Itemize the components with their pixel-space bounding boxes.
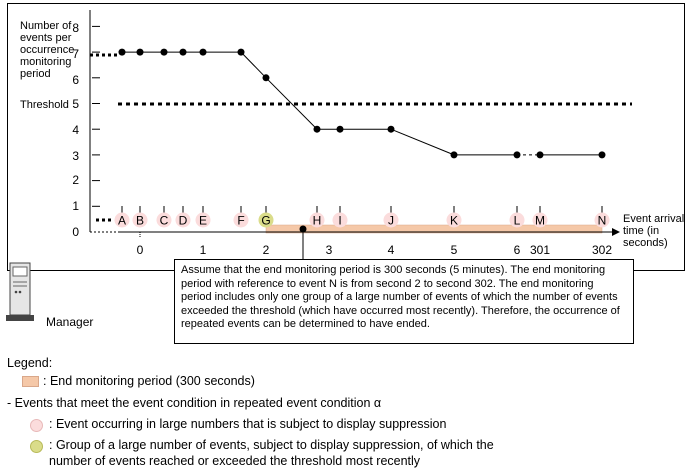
- count-point-k: [450, 151, 458, 159]
- event-label-i: I: [338, 214, 341, 228]
- legend-title: Legend:: [7, 356, 53, 370]
- y-tick-3: 3: [72, 149, 79, 163]
- count-point-e: [199, 48, 207, 56]
- count-point-f: [237, 48, 245, 56]
- count-point-l: [513, 151, 521, 159]
- count-point-h: [313, 125, 321, 133]
- x-tick-5: 5: [451, 243, 458, 257]
- count-point-b: [136, 48, 144, 56]
- legend-olive-text-1: : Group of a large number of events, sub…: [49, 438, 494, 452]
- count-point-m: [536, 151, 544, 159]
- x-axis-title-3: seconds): [623, 237, 668, 249]
- event-label-n: N: [598, 214, 607, 228]
- manager-label: Manager: [46, 315, 94, 329]
- y-tick-7: 7: [72, 47, 79, 61]
- event-label-a: A: [118, 214, 126, 228]
- count-point-j: [387, 125, 395, 133]
- threshold-label: Threshold: [20, 99, 69, 111]
- y-tick-2: 2: [72, 173, 79, 187]
- y-tick-5: 5: [72, 97, 79, 111]
- event-label-j: J: [388, 214, 394, 228]
- event-label-b: B: [136, 214, 144, 228]
- legend-pink-swatch: [30, 419, 43, 432]
- event-marker-d: [175, 212, 191, 228]
- x-tick-302: 302: [592, 243, 612, 257]
- x-tick-2: 2: [263, 243, 270, 257]
- count-point-g: [262, 74, 270, 82]
- event-marker-l: [509, 212, 525, 228]
- event-label-f: F: [237, 214, 244, 228]
- count-point-c: [160, 48, 168, 56]
- event-label-k: K: [450, 214, 458, 228]
- end-monitoring-period-bar: [265, 224, 603, 234]
- y-tick-8: 8: [72, 21, 79, 35]
- count-point-i: [336, 125, 344, 133]
- x-tick-4: 4: [388, 243, 395, 257]
- event-marker-f: [233, 212, 249, 228]
- x-tick-3: 3: [326, 243, 333, 257]
- x-axis-arrow: [612, 228, 620, 236]
- count-point-n: [598, 151, 606, 159]
- event-marker-b: [132, 212, 148, 228]
- legend-pink-text: : Event occurring in large numbers that …: [49, 417, 447, 431]
- y-axis-title-4: monitoring: [20, 56, 71, 68]
- y-axis-title-1: Number of: [20, 20, 72, 32]
- count-line-segment: [265, 77, 318, 130]
- event-label-g: G: [261, 214, 270, 228]
- event-marker-j: [383, 212, 399, 228]
- event-marker-k: [446, 212, 462, 228]
- y-axis-title-2: events per: [20, 32, 72, 44]
- event-label-d: D: [179, 214, 188, 228]
- event-label-m: M: [535, 214, 545, 228]
- event-marker-m: [532, 212, 548, 228]
- legend-olive-swatch: [30, 440, 43, 453]
- diagram-canvas: Threshold Number of events per occurrenc…: [20, 10, 684, 262]
- count-point-a: [118, 48, 126, 56]
- legend-period-swatch: [22, 376, 39, 387]
- y-tick-4: 4: [72, 123, 79, 137]
- x-axis-title-2: time (in: [623, 225, 659, 237]
- y-axis-title-5: period: [20, 68, 51, 80]
- x-tick-6: 6: [514, 243, 521, 257]
- event-label-h: H: [313, 214, 322, 228]
- legend-olive-text-2: number of events reached or exceeded the…: [49, 454, 421, 468]
- legend-condition-text: - Events that meet the event condition i…: [7, 396, 382, 410]
- event-marker-h: [309, 212, 325, 228]
- event-marker-c: [156, 212, 172, 228]
- count-line-segment: [240, 51, 267, 79]
- x-tick-0: 0: [137, 243, 144, 257]
- y-axis-title-3: occurrence: [20, 44, 74, 56]
- y-tick-1: 1: [72, 199, 79, 213]
- count-point-d: [179, 48, 187, 56]
- event-marker-n: [594, 212, 610, 228]
- explanation-note: Assume that the end monitoring period is…: [174, 259, 634, 344]
- event-label-l: L: [514, 214, 521, 228]
- event-marker-e: [195, 212, 211, 228]
- event-marker-i: [332, 212, 348, 228]
- x-tick-1: 1: [200, 243, 207, 257]
- event-label-c: C: [160, 214, 169, 228]
- event-marker-a: [114, 212, 130, 228]
- count-line-segment: [390, 128, 455, 156]
- event-marker-g: [258, 212, 274, 228]
- legend-period-text: : End monitoring period (300 seconds): [43, 374, 255, 388]
- y-tick-6: 6: [72, 73, 79, 87]
- server-icon: [6, 262, 34, 321]
- y-tick-0: 0: [72, 225, 79, 239]
- x-axis-title-1: Event arrival: [623, 213, 684, 225]
- x-tick-301: 301: [530, 243, 550, 257]
- event-label-e: E: [199, 214, 207, 228]
- callout-anchor-dot: [299, 225, 307, 233]
